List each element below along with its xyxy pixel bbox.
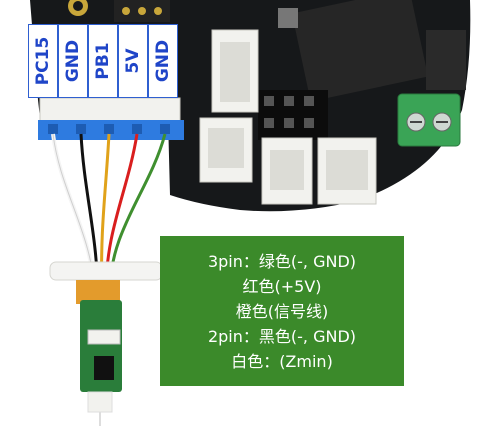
pin-label-5v: 5V <box>118 24 148 98</box>
pin-label-gnd-2: GND <box>148 24 178 98</box>
pin-label-gnd-1: GND <box>58 24 88 98</box>
probe-sensor-icon <box>49 261 163 426</box>
note-line: 3pin：绿色(-, GND) <box>207 251 357 271</box>
jst-connector-icon <box>39 29 377 205</box>
note-line: 橙色(信号线) <box>235 301 329 321</box>
pin-header-icon <box>38 120 184 140</box>
note-line: 红色(+5V) <box>242 276 322 296</box>
pin-label-pb1: PB1 <box>88 24 118 98</box>
note-line: 白色：(Zmin) <box>231 351 333 371</box>
note-line: 2pin：黑色(-, GND) <box>207 326 357 346</box>
pin-label-pc15: PC15 <box>28 24 58 98</box>
wiring-note: 3pin：绿色(-, GND) 红色(+5V) 橙色(信号线) 2pin：黑色(… <box>160 236 404 386</box>
screw-terminal-icon <box>397 93 461 147</box>
